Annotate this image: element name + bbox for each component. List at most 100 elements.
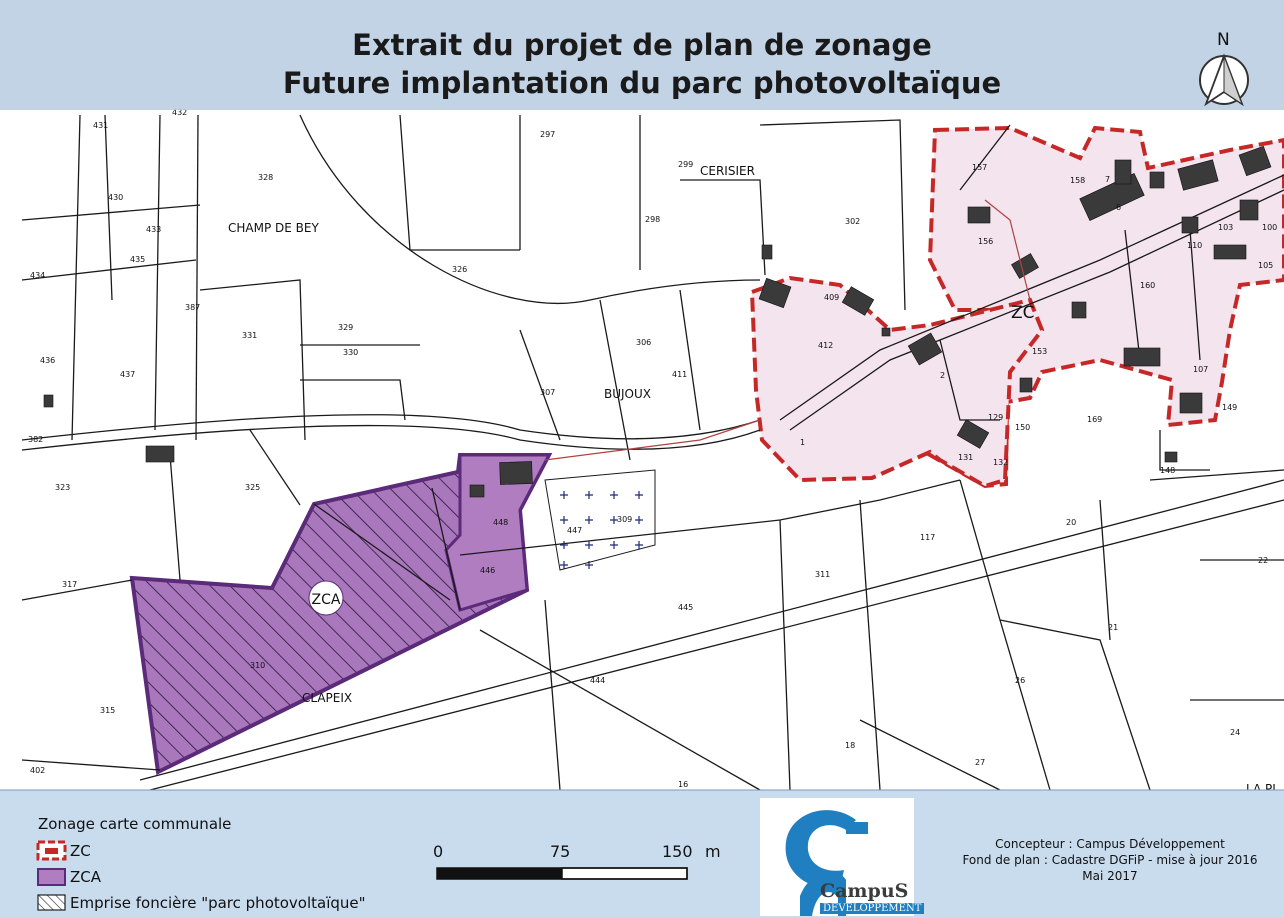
credits: Concepteur : Campus Développement Fond d… (930, 836, 1284, 884)
parcel-436: 436 (40, 356, 55, 365)
parcel-298: 298 (645, 215, 660, 224)
parcel-158: 158 (1070, 176, 1085, 185)
header-band (0, 0, 1284, 110)
campus-logo (760, 798, 914, 916)
legend-title: Zonage carte communale (38, 815, 232, 833)
legend-swatches (36, 840, 67, 911)
parcel-labels: 431 432 430 433 328 435 434 387 331 329 … (28, 108, 1277, 789)
parcel-157: 157 (972, 163, 987, 172)
parcel-329: 329 (338, 323, 353, 332)
parcel-437: 437 (120, 370, 135, 379)
parcel-315: 315 (100, 706, 115, 715)
parcel-299: 299 (678, 160, 693, 169)
legend-item-hatch: Emprise foncière "parc photovoltaïque" (70, 894, 366, 912)
parcel-110: 110 (1187, 241, 1202, 250)
parcel-24: 24 (1230, 728, 1240, 737)
parcel-18: 18 (845, 741, 855, 750)
parcel-432: 432 (172, 108, 187, 117)
parcel-331: 331 (242, 331, 257, 340)
buildings (43, 145, 1272, 498)
zc-road (544, 199, 1031, 461)
parcel-297: 297 (540, 130, 555, 139)
zca-label-circle (308, 580, 344, 616)
legend-item-zca: ZCA (70, 868, 102, 886)
hatch-swatch (37, 894, 66, 911)
parcel-310: 310 (250, 661, 265, 670)
parcel-105: 105 (1258, 261, 1273, 270)
logo-subtitle: DÉVELOPPEMENT (820, 903, 925, 914)
parcel-156: 156 (978, 237, 993, 246)
scale-unit: m (705, 842, 721, 861)
parcel-448: 448 (493, 518, 508, 527)
parcel-409: 409 (824, 293, 839, 302)
parcel-160: 160 (1140, 281, 1155, 290)
solar-panel-grid (560, 491, 643, 569)
parcel-309: 309 (617, 515, 632, 524)
parcel-27: 27 (975, 758, 985, 767)
parcel-7: 7 (1105, 175, 1110, 184)
credits-basemap: Fond de plan : Cadastre DGFiP - mise à j… (962, 853, 1258, 867)
parcel-100: 100 (1262, 223, 1277, 232)
parcel-311: 311 (815, 570, 830, 579)
map-title-line1: Extrait du projet de plan de zonage (352, 28, 932, 62)
scale-label-150: 150 (662, 842, 693, 861)
parcel-412: 412 (818, 341, 833, 350)
parcel-6: 6 (1116, 203, 1121, 212)
parcel-20: 20 (1066, 518, 1076, 527)
parcel-402: 402 (30, 766, 45, 775)
parcel-431: 431 (93, 121, 108, 130)
scale-bar (436, 867, 688, 880)
parcel-328: 328 (258, 173, 273, 182)
parcel-325: 325 (245, 483, 260, 492)
scale-label-0: 0 (433, 842, 444, 861)
parcel-150: 150 (1015, 423, 1030, 432)
credits-designer: Concepteur : Campus Développement (995, 837, 1225, 851)
map-title-line2: Future implantation du parc photovoltaïq… (282, 66, 1002, 100)
parcel-445: 445 (678, 603, 693, 612)
north-arrow-icon (1199, 53, 1249, 107)
place-champ-de-bey: CHAMP DE BEY (228, 221, 319, 235)
place-clapeix: CLAPEIX (302, 691, 352, 705)
parcel-330: 330 (343, 348, 358, 357)
parcel-16: 16 (678, 780, 688, 789)
parcel-169: 169 (1087, 415, 1102, 424)
parcel-129: 129 (988, 413, 1003, 422)
parcel-26: 26 (1015, 676, 1025, 685)
parcel-107: 107 (1193, 365, 1208, 374)
parcel-444: 444 (590, 676, 605, 685)
footer-band (0, 790, 1284, 918)
logo-name: CampuS (820, 880, 909, 902)
zca-swatch (37, 868, 66, 886)
zc-zone-label: ZC (1011, 303, 1035, 323)
cadastral-map: 431 432 430 433 328 435 434 387 331 329 … (21, 108, 1284, 796)
parcel-387: 387 (185, 303, 200, 312)
parcel-446: 446 (480, 566, 495, 575)
parcel-153: 153 (1032, 347, 1047, 356)
parcel-411: 411 (672, 370, 687, 379)
parcel-103: 103 (1218, 223, 1233, 232)
parcel-323: 323 (55, 483, 70, 492)
parcel-149: 149 (1222, 403, 1237, 412)
parcel-132: 132 (993, 458, 1008, 467)
parcel-447: 447 (567, 526, 582, 535)
parcel-326: 326 (452, 265, 467, 274)
parcel-22: 22 (1258, 556, 1268, 565)
parcel-302: 302 (845, 217, 860, 226)
parcel-433: 433 (146, 225, 161, 234)
place-bujoux: BUJOUX (604, 387, 651, 401)
scale-label-75: 75 (550, 842, 571, 861)
parcel-306: 306 (636, 338, 651, 347)
parcel-317: 317 (62, 580, 77, 589)
parcel-430: 430 (108, 193, 123, 202)
parcel-lines (21, 114, 1284, 791)
parcel-21: 21 (1108, 623, 1118, 632)
credits-date: Mai 2017 (1082, 869, 1138, 883)
parcel-131: 131 (958, 453, 973, 462)
parcel-435: 435 (130, 255, 145, 264)
parcel-307: 307 (540, 388, 555, 397)
parcel-434: 434 (30, 271, 45, 280)
place-cerisier: CERISIER (700, 164, 755, 178)
zc-swatch (36, 840, 67, 861)
parcel-117: 117 (920, 533, 935, 542)
parcel-2: 2 (940, 371, 945, 380)
